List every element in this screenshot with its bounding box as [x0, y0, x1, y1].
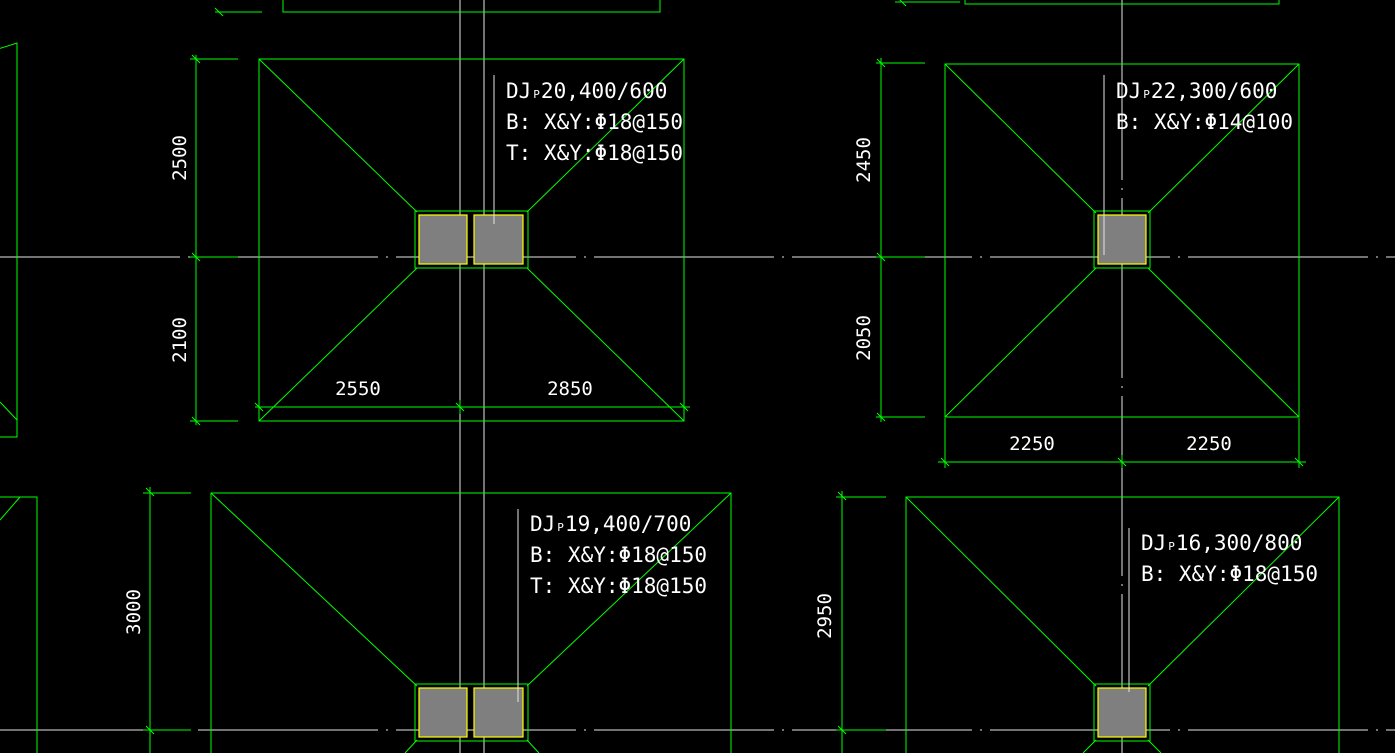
dim-vertical-line: [190, 54, 238, 426]
footing-slope-lines: [905, 496, 1340, 753]
dim-tick-top-right: [895, 0, 960, 7]
footing-slope-lines: [258, 58, 685, 422]
column[interactable]: [1097, 687, 1147, 738]
dim-right: 2850: [547, 378, 593, 400]
dim-horizontal-line: [938, 418, 1306, 468]
dim-height: 3000: [123, 589, 145, 635]
dim-horizontal-line: [254, 400, 690, 414]
rebar-bottom-text: B: X&Y:Φ18@150: [530, 543, 707, 567]
pedestal-outline: [1093, 210, 1151, 269]
partial-footing-top-right: [964, 0, 1280, 5]
dim-left: 2250: [1009, 433, 1055, 455]
footing-outline: [210, 492, 732, 753]
partial-footings: [0, 0, 1280, 753]
pedestal-outline: [1093, 683, 1151, 742]
rebar-bottom-text: B: X&Y:Φ14@100: [1116, 110, 1293, 134]
dim-left: 2550: [335, 378, 381, 400]
dim-top: 2500: [169, 135, 191, 181]
pedestal-outline: [414, 210, 529, 269]
dim-bottom: 2100: [169, 317, 191, 363]
footing-outline: [258, 58, 685, 422]
dim-right: 2250: [1186, 433, 1232, 455]
dim-height: 2950: [814, 593, 836, 639]
dim-bottom: 2050: [853, 315, 875, 361]
footing-outline: [944, 63, 1300, 418]
dim-vertical-line: [836, 491, 886, 753]
dim-tick-top-left: [214, 7, 262, 17]
dim-vertical-line: [143, 487, 191, 753]
partial-footing-top-left: [282, 0, 661, 13]
column-right[interactable]: [473, 687, 524, 738]
rebar-top-text: T: X&Y:Φ18@150: [530, 574, 707, 598]
dim-vertical-line: [876, 58, 925, 422]
column-right[interactable]: [473, 214, 524, 265]
rebar-top-text: T: X&Y:Φ18@150: [506, 141, 683, 165]
rebar-bottom-text: B: X&Y:Φ18@150: [506, 110, 683, 134]
footing-slope-lines: [210, 492, 732, 753]
footing-outline: [905, 496, 1340, 753]
partial-footing-left-upper: [0, 42, 18, 438]
column[interactable]: [1097, 214, 1147, 265]
pedestal-outline: [414, 683, 529, 742]
partial-footing-left-lower: [0, 496, 38, 753]
column-left[interactable]: [418, 214, 468, 265]
footing-slope-lines: [944, 63, 1300, 418]
column-left[interactable]: [418, 687, 468, 738]
rebar-bottom-text: B: X&Y:Φ18@150: [1141, 562, 1318, 586]
dim-top: 2450: [853, 137, 875, 183]
